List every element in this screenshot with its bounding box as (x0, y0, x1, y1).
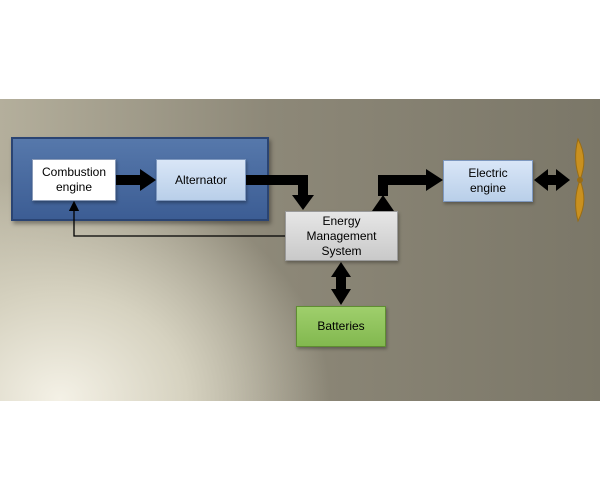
arrow-ems-to-electric-engine (372, 169, 443, 211)
electric-engine-label-line2: engine (469, 181, 507, 195)
electric-engine-label-line1: Electric (468, 166, 508, 180)
diagram-connectors (68, 137, 585, 305)
arrow-ems-to-batteries (331, 262, 351, 305)
combustion-engine-node: Combustion engine (32, 159, 116, 201)
alternator-node: Alternator (156, 159, 246, 201)
electric-engine-node: Electric engine (443, 160, 533, 202)
diagram-slide: Combustion engine Alternator Energy Mana… (0, 99, 600, 401)
arrow-combustion-to-alternator (116, 169, 156, 191)
ems-label-line1: Energy (322, 213, 361, 228)
arrow-alternator-to-ems (246, 175, 314, 210)
ems-label-line2: Management (306, 228, 377, 243)
combustion-engine-label-line2: engine (55, 180, 93, 194)
feedback-line-ems-to-combustion (68, 200, 285, 237)
batteries-label: Batteries (317, 319, 365, 333)
alternator-label: Alternator (174, 172, 228, 187)
combustion-engine-label-line1: Combustion (41, 165, 107, 179)
arrow-electric-engine-to-propeller (534, 169, 570, 191)
propeller-icon (575, 137, 585, 223)
energy-management-system-node: Energy Management System (285, 211, 398, 261)
batteries-node: Batteries (296, 306, 386, 347)
ems-label-line3: System (321, 243, 362, 258)
